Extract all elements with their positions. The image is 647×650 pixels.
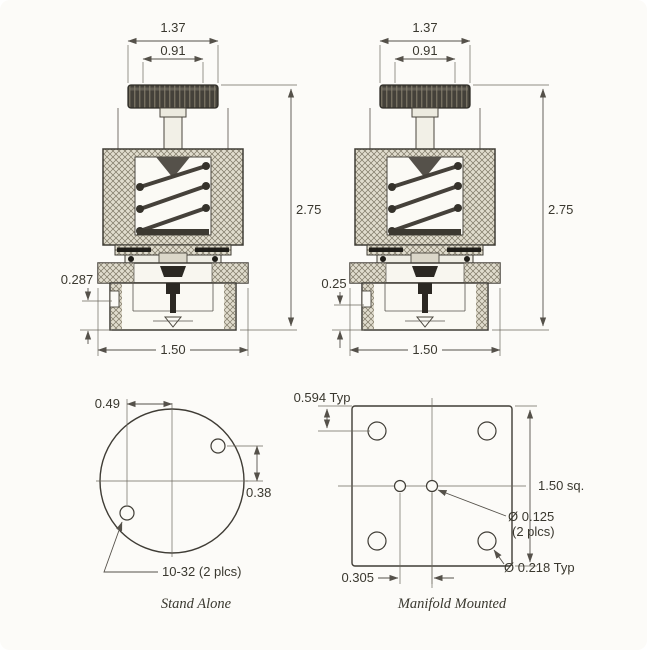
- dim-port-spacing: 0.305: [341, 570, 374, 585]
- section-view-manifold: 1.37 0.91 2.75 0.25 1.50: [321, 20, 573, 357]
- dim-port-height: 0.287: [61, 272, 94, 287]
- dim-base-width: 1.50: [412, 342, 437, 357]
- dim-knob-flat-width: 0.91: [412, 43, 437, 58]
- port-hole: [393, 479, 407, 493]
- leader-line: [103, 521, 158, 573]
- leader-line: [493, 549, 505, 565]
- dim-square-size: 1.50 sq.: [538, 478, 584, 493]
- bottom-view-stand-alone: 0.49 0.38 10-32 (2 plcs) Stand Alone: [95, 396, 272, 612]
- corner-mount-hole: [367, 531, 387, 551]
- dim-hole-offset-x: 0.49: [95, 396, 120, 411]
- dim-knob-flat-width: 0.91: [160, 43, 185, 58]
- dim-base-width: 1.50: [160, 342, 185, 357]
- corner-mount-hole: [367, 421, 387, 441]
- thread-callout: 10-32 (2 plcs): [162, 564, 241, 579]
- mounting-hole: [210, 438, 226, 454]
- corner-mount-hole: [477, 531, 497, 551]
- leader-line: [437, 489, 507, 517]
- dim-overall-height: 2.75: [548, 202, 573, 217]
- dim-edge-to-hole: 0.594 Typ: [294, 390, 351, 405]
- dim-port-height: 0.25: [321, 276, 346, 291]
- port-hole-dia-callout: Ø 0.125: [508, 509, 554, 524]
- port-hole-qty-callout: (2 plcs): [512, 524, 555, 539]
- dim-overall-height: 2.75: [296, 202, 321, 217]
- mounting-hole: [119, 505, 135, 521]
- dim-knob-width: 1.37: [412, 20, 437, 35]
- port-hole: [425, 479, 439, 493]
- view-label-stand-alone: Stand Alone: [161, 596, 232, 612]
- view-label-manifold: Manifold Mounted: [397, 596, 507, 612]
- bottom-view-manifold: 0.594 Typ 1.50 sq. Ø 0.125 (2 plcs) Ø 0.…: [294, 390, 585, 612]
- mount-hole-dia-callout: Ø 0.218 Typ: [504, 560, 575, 575]
- corner-mount-hole: [477, 421, 497, 441]
- dim-hole-offset-y: 0.38: [246, 485, 271, 500]
- section-view-stand-alone: 1.37 0.91 2.75 0.287 1.50: [61, 20, 322, 357]
- dim-knob-width: 1.37: [160, 20, 185, 35]
